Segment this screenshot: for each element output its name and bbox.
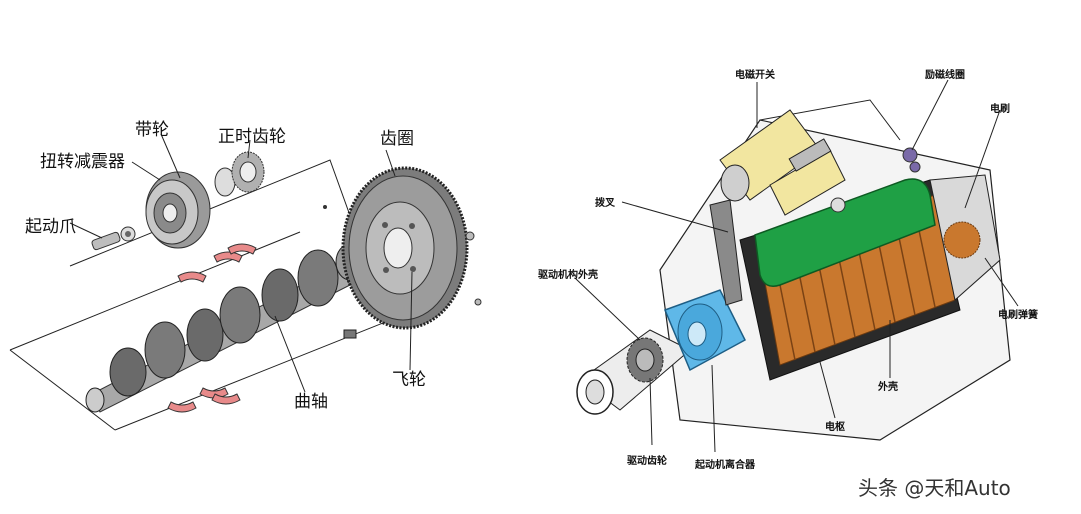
label-shift-fork: 拨叉 bbox=[595, 198, 615, 209]
label-drive-housing: 驱动机构外壳 bbox=[538, 270, 598, 281]
starting-claw-part bbox=[91, 226, 136, 251]
timing-gear-part bbox=[214, 151, 265, 197]
drive-pinion-part bbox=[626, 337, 664, 383]
label-flywheel: 飞轮 bbox=[392, 370, 426, 390]
watermark: 头条 @天和Auto bbox=[858, 476, 1011, 500]
solenoid-switch-part bbox=[719, 109, 846, 216]
label-crankshaft: 曲轴 bbox=[294, 392, 328, 412]
label-shell: 外壳 bbox=[878, 382, 898, 393]
label-brush-spring: 电刷弹簧 bbox=[998, 310, 1038, 321]
pulley-part bbox=[145, 171, 211, 249]
label-pulley: 带轮 bbox=[135, 120, 169, 140]
label-brush: 电刷 bbox=[990, 104, 1010, 115]
label-solenoid-switch: 电磁开关 bbox=[735, 70, 775, 81]
armature-green-pole bbox=[754, 178, 936, 287]
shift-fork-part bbox=[709, 199, 743, 306]
label-drive-pinion: 驱动齿轮 bbox=[627, 456, 667, 467]
starter-motor-cutaway bbox=[576, 99, 1011, 441]
label-starting-claw: 起动爪 bbox=[25, 217, 76, 237]
left-leader-lines bbox=[69, 133, 413, 393]
starter-clutch-part bbox=[664, 289, 746, 372]
bolts bbox=[323, 205, 482, 339]
label-armature: 电枢 bbox=[825, 422, 845, 433]
main-bearing-shells bbox=[167, 243, 257, 413]
crankshaft-part bbox=[85, 243, 365, 413]
label-starter-clutch: 起动机离合器 bbox=[695, 460, 755, 471]
label-field-coil: 励磁线圈 bbox=[925, 70, 965, 81]
flywheel-part bbox=[341, 166, 469, 330]
label-torsional-damper: 扭转减震器 bbox=[40, 152, 125, 172]
label-ring-gear: 齿圈 bbox=[380, 129, 414, 149]
label-timing-gear: 正时齿轮 bbox=[218, 127, 286, 147]
right-leader-lines bbox=[574, 79, 1019, 453]
